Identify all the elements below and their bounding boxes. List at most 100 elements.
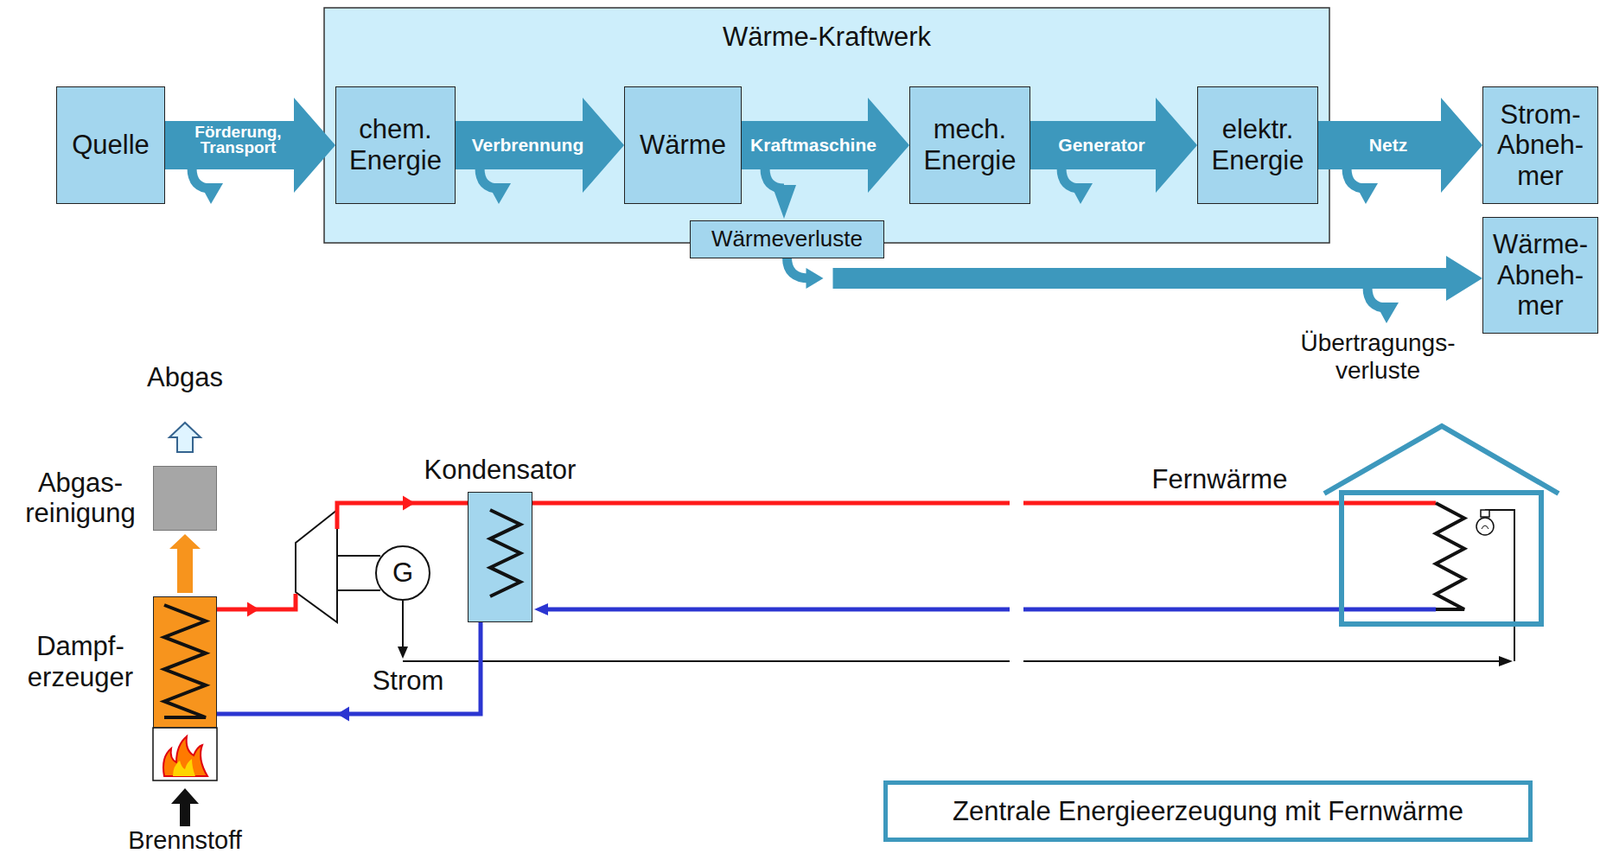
power-plant-frame (324, 7, 1330, 243)
loss-arrow (1375, 302, 1399, 324)
turbine (337, 554, 381, 557)
district-heating-return (534, 603, 549, 616)
radiator-coil (1435, 503, 1465, 610)
arrow-head (402, 496, 415, 511)
power-wire (1023, 660, 1505, 663)
arrow-head (806, 267, 824, 289)
node-label: elektr. Energie (1201, 114, 1314, 176)
heat-arrow (833, 255, 1484, 301)
node-label: Wärme- Abneh- mer (1486, 229, 1594, 322)
annotation-label: Brennstoff (127, 826, 243, 855)
connector (165, 97, 336, 193)
connector (455, 97, 625, 193)
generator-circle: G (375, 545, 431, 601)
energy-box: chem. Energie (335, 86, 456, 204)
house-outline (1341, 492, 1542, 625)
caption-text: Zentrale Energieerzeugung mit Fernwärme (952, 796, 1464, 828)
block-arrow (1030, 97, 1198, 193)
loss-arrow (487, 183, 511, 204)
block-arrow (455, 97, 625, 193)
furnace-flame (172, 758, 196, 777)
block-arrow (165, 97, 336, 193)
turbine (295, 509, 338, 623)
exhaust-arrow (169, 422, 201, 453)
annotation-label: Fernwärme (1152, 464, 1288, 496)
arrow-head (247, 602, 260, 618)
arrow-label: Verbrennung (471, 134, 585, 155)
coil-symbol (490, 509, 521, 597)
loss-arrow (1069, 183, 1093, 204)
steam-pipe (216, 503, 468, 610)
lamp-symbol (1476, 509, 1494, 536)
energy-box: elektr. Energie (1197, 86, 1319, 204)
district-heating-return (1023, 607, 1436, 612)
block-arrow (1318, 97, 1483, 193)
lamp-symbol (1476, 517, 1494, 536)
coil-symbol (152, 596, 217, 728)
source-box: Quelle (56, 86, 166, 204)
connector (169, 534, 201, 593)
node-label: Wärme (639, 129, 727, 161)
loss-arrow (1354, 183, 1378, 204)
node-label: G (392, 557, 414, 589)
node-label: mech. Energie (913, 114, 1027, 176)
annotation-label: Strom (372, 665, 445, 697)
loss-box: Wärmeverluste (689, 220, 885, 259)
node-label: Strom- Abneh- mer (1486, 99, 1594, 192)
fuel-arrow (171, 788, 199, 827)
radiator-coil (1435, 503, 1465, 610)
district-heating-supply (532, 501, 1436, 506)
turbine (337, 589, 381, 592)
node-label: Dampf- erzeuger (15, 631, 146, 693)
node-label: Quelle (71, 129, 150, 161)
arrow-label: Förderung, Transport (182, 124, 295, 156)
arrow-head (771, 184, 797, 219)
arrow-label: Kraftmaschine (750, 134, 877, 155)
lamp-symbol (1480, 509, 1490, 517)
connector (216, 496, 468, 618)
district-heating-supply (532, 501, 1010, 506)
caption-box: Zentrale Energieerzeugung mit Fernwärme (883, 780, 1533, 842)
exhaust-arrow (169, 422, 201, 453)
coil-symbol (467, 491, 533, 623)
power-wire (402, 660, 1010, 663)
power-wire (397, 646, 408, 659)
flue-gas-arrow (169, 534, 201, 593)
node-label: chem. Energie (339, 114, 452, 176)
house-outline (1324, 426, 1559, 625)
connector (787, 255, 1484, 301)
node-label: Abgas- reinigung (15, 467, 146, 530)
furnace-flame (163, 736, 208, 777)
node-label: Kondensator (424, 454, 577, 486)
arrow-label: Netz (1369, 134, 1408, 155)
furnace-flame (152, 727, 217, 781)
loss-arrow (199, 183, 224, 204)
steam-generator-box: Dampf- erzeuger (152, 596, 217, 728)
district-heating-supply (1023, 501, 1436, 506)
consumer-box: Strom- Abneh- mer (1482, 86, 1599, 204)
consumer-box: Wärme- Abneh- mer (1482, 216, 1599, 334)
annotation-label: Abgas (146, 362, 224, 394)
district-heating-return (542, 607, 1010, 612)
connector (741, 97, 910, 193)
connector (1030, 97, 1198, 193)
lamp-symbol (1481, 525, 1489, 530)
plant-frame: Wärme-Kraftwerkchem. EnergieWärmemech. E… (324, 7, 1330, 243)
condenser-box: Kondensator (467, 491, 533, 623)
power-wire (397, 509, 1515, 667)
exhaust-cleaning-box: Abgas- reinigung (152, 465, 217, 531)
fuel-arrow (171, 788, 199, 827)
energy-box: Wärme (624, 86, 742, 204)
connector (1318, 97, 1483, 193)
energy-box: mech. Energie (909, 86, 1031, 204)
connector (764, 167, 797, 219)
arrow-label: Generator (1058, 134, 1145, 155)
district-heating-return (534, 603, 1436, 616)
block-arrow (741, 97, 910, 193)
coil-symbol (164, 605, 206, 718)
node-label: Wärmeverluste (711, 226, 863, 253)
